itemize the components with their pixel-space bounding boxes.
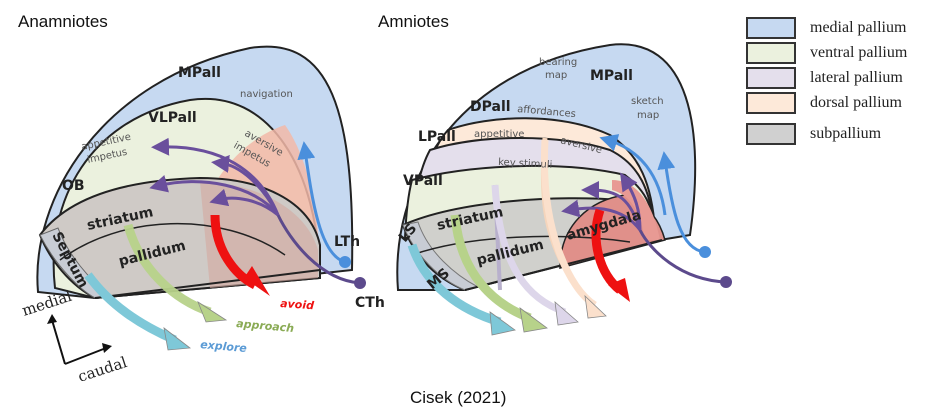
cth-projection <box>276 214 361 285</box>
legend-item: subpallium <box>746 121 925 146</box>
label-bearing-map-2: map <box>545 70 567 81</box>
label-vpall: VPall <box>403 173 443 189</box>
legend: medial pallium ventral pallium lateral p… <box>746 15 925 146</box>
label-lpall: LPall <box>418 129 456 145</box>
medial-axis-arrow <box>51 319 66 365</box>
label-cth: CTh <box>355 295 385 311</box>
label-affordances: affordances <box>517 104 576 120</box>
amniote-brain <box>396 43 732 336</box>
legend-label: ventral pallium <box>810 43 908 61</box>
panel-title-anamniotes: Anamniotes <box>18 12 108 31</box>
label-lth: LTh <box>334 234 360 250</box>
cth-node <box>354 277 366 289</box>
lth-projection <box>297 141 346 264</box>
label-vlpall: VLPall <box>148 110 197 126</box>
figure-caption: Cisek (2021) <box>410 388 507 407</box>
legend-swatch-medial-pallium <box>746 16 796 39</box>
legend-item: medial pallium <box>746 15 925 40</box>
label-sketch-map-2: map <box>637 110 659 121</box>
purple-projections-left <box>149 137 280 217</box>
label-mpall-right: MPall <box>590 68 633 84</box>
cth-node-right <box>720 276 732 288</box>
legend-label: dorsal pallium <box>810 93 902 111</box>
label-dpall: DPall <box>470 99 511 115</box>
label-caudal: caudal <box>76 353 130 386</box>
lpall-output-arrow <box>491 184 567 316</box>
legend-label: medial pallium <box>810 18 907 36</box>
label-ob: OB <box>62 178 85 194</box>
legend-item: lateral pallium <box>746 65 925 90</box>
legend-swatch-lateral-pallium <box>746 66 796 89</box>
label-sketch-map-1: sketch <box>631 96 664 107</box>
explore-arrow <box>84 272 177 345</box>
lth-node-right <box>699 246 711 258</box>
label-appetitive-right: appetitive <box>474 129 524 140</box>
label-avoid: avoid <box>280 297 315 312</box>
orientation-axes <box>47 314 112 365</box>
anamniote-brain <box>36 45 366 351</box>
avoid-arrowhead <box>244 266 270 296</box>
approach-arrowhead <box>197 300 228 323</box>
ms-output-arrow <box>407 243 502 327</box>
label-key-stimuli: key stimuli <box>498 157 553 171</box>
legend-label: subpallium <box>810 124 882 142</box>
striatum-output-arrow <box>450 214 532 323</box>
legend-item: dorsal pallium <box>746 90 925 115</box>
label-explore: explore <box>200 338 248 355</box>
panel-title-amniotes: Amniotes <box>378 12 449 31</box>
legend-item: ventral pallium <box>746 40 925 65</box>
label-bearing-map-1: bearing <box>539 57 577 68</box>
label-mpall-left: MPall <box>178 65 221 81</box>
lth-node <box>339 256 351 268</box>
approach-arrow <box>123 223 212 317</box>
legend-label: lateral pallium <box>810 68 903 86</box>
avoid-arrow <box>210 214 258 290</box>
explore-arrowhead <box>163 327 192 351</box>
label-navigation: navigation <box>240 89 293 100</box>
purple-projections-right <box>561 172 642 231</box>
legend-swatch-ventral-pallium <box>746 41 796 64</box>
caudal-axis-arrow <box>64 347 107 365</box>
legend-swatch-subpallium <box>746 122 796 145</box>
label-approach: approach <box>236 317 295 335</box>
legend-swatch-dorsal-pallium <box>746 91 796 114</box>
